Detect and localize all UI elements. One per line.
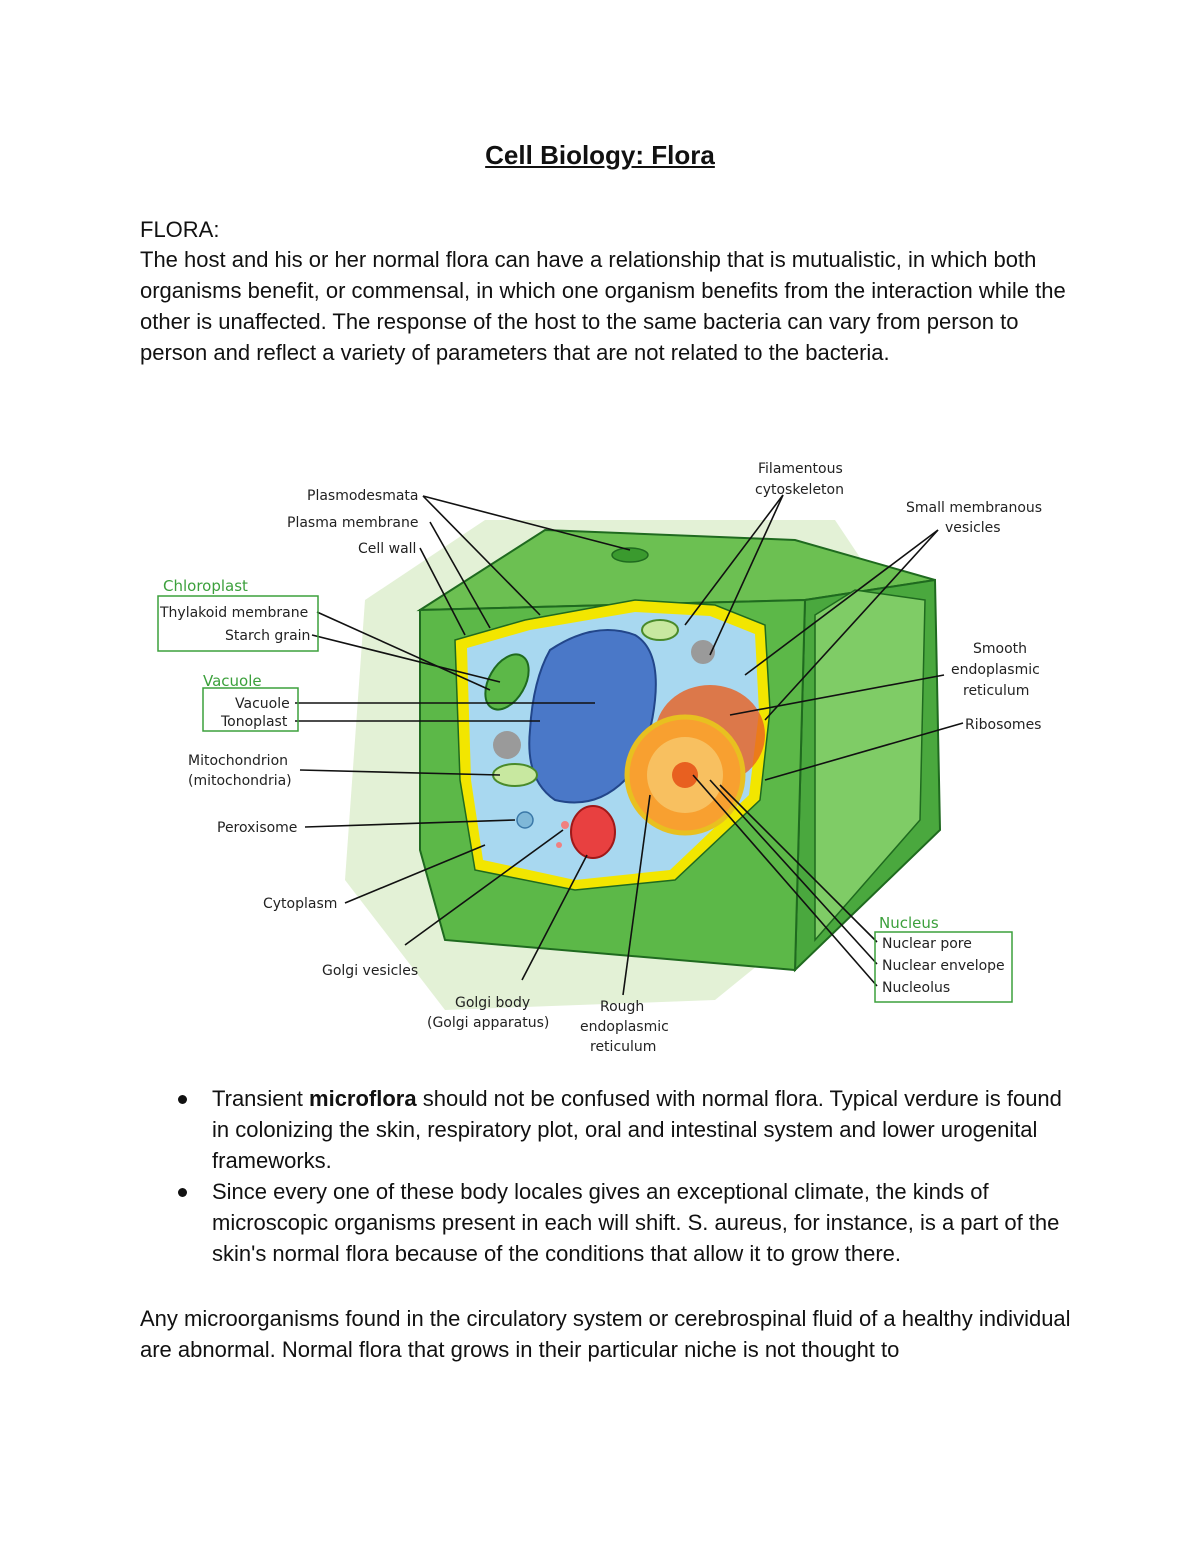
mitochondrion-organelle-2	[641, 619, 679, 641]
bullet-dot-icon	[178, 1095, 187, 1104]
label-golgi-body-1: Golgi body	[455, 995, 530, 1011]
label-filamentous-1: Filamentous	[758, 461, 843, 477]
bullet-text-after: should not be confused with normal flora…	[212, 1086, 1062, 1173]
label-plasma-membrane: Plasma membrane	[287, 515, 418, 531]
plasmodesmata-pore	[611, 547, 649, 563]
label-cell-wall: Cell wall	[358, 541, 416, 557]
label-nuclear-envelope: Nuclear envelope	[882, 958, 1005, 974]
leader-lines	[295, 494, 964, 996]
bullet-text: Since every one of these body locales gi…	[212, 1179, 1060, 1266]
label-nucleus-group: Nucleus	[879, 914, 939, 932]
vacuole-bracket	[202, 687, 299, 732]
label-smooth-er-3: reticulum	[963, 683, 1029, 699]
bullet-list: Transient microflora should not be confu…	[140, 1083, 1080, 1269]
label-nuclear-pore: Nuclear pore	[882, 936, 972, 952]
nucleus-bracket	[874, 931, 1013, 1003]
vesicle-grey-2	[691, 640, 715, 664]
label-filamentous-2: cytoskeleton	[755, 482, 844, 498]
label-golgi-vesicles: Golgi vesicles	[322, 963, 418, 979]
label-small-vesicles-2: vesicles	[945, 520, 1001, 536]
vesicle-grey	[493, 731, 521, 759]
section-heading: FLORA:	[140, 217, 220, 242]
chloroplast-bracket	[157, 595, 319, 652]
label-chloroplast-group: Chloroplast	[163, 577, 248, 595]
chloroplast-organelle	[484, 653, 530, 711]
label-cytoplasm: Cytoplasm	[263, 896, 337, 912]
label-starch-grain: Starch grain	[225, 628, 310, 644]
label-mitochondrion-2: (mitochondria)	[188, 773, 292, 789]
label-plasmodesmata: Plasmodesmata	[307, 488, 419, 504]
label-thylakoid-membrane: Thylakoid membrane	[159, 605, 308, 621]
label-golgi-body-2: (Golgi apparatus)	[427, 1015, 549, 1031]
golgi-vesicle	[561, 821, 569, 829]
label-ribosomes: Ribosomes	[965, 717, 1041, 733]
bullet-dot-icon	[178, 1188, 187, 1197]
nucleolus-organelle	[672, 762, 698, 788]
cell-wall-inner-ridge	[814, 589, 926, 942]
peroxisome-organelle	[516, 811, 534, 829]
label-smooth-er-2: endoplasmic	[951, 662, 1040, 678]
intro-paragraph: The host and his or her normal flora can…	[140, 247, 1066, 365]
label-vacuole-group: Vacuole	[203, 672, 262, 690]
closing-paragraph: Any microorganisms found in the circulat…	[140, 1306, 1071, 1362]
label-mitochondrion-1: Mitochondrion	[188, 753, 288, 769]
label-smooth-er-1: Smooth	[973, 641, 1027, 657]
label-nucleolus: Nucleolus	[882, 980, 950, 996]
label-peroxisome: Peroxisome	[217, 820, 297, 836]
plant-cell-diagram: Plasmodesmata Plasma membrane Cell wall …	[157, 461, 1042, 1055]
golgi-vesicle-2	[556, 842, 562, 848]
label-rough-er-1: Rough	[600, 999, 644, 1015]
label-vacuole: Vacuole	[235, 696, 290, 712]
bullet-bold-term: microflora	[309, 1086, 417, 1111]
golgi-body-organelle	[570, 805, 616, 859]
label-rough-er-2: endoplasmic	[580, 1019, 669, 1035]
page-title: Cell Biology: Flora	[485, 140, 715, 170]
label-small-vesicles-1: Small membranous	[906, 500, 1042, 516]
bullet-item: Transient microflora should not be confu…	[140, 1083, 1080, 1176]
bullet-item: Since every one of these body locales gi…	[140, 1176, 1080, 1269]
bullet-text: Transient	[212, 1086, 310, 1111]
label-rough-er-3: reticulum	[590, 1039, 656, 1055]
label-tonoplast: Tonoplast	[220, 714, 288, 730]
